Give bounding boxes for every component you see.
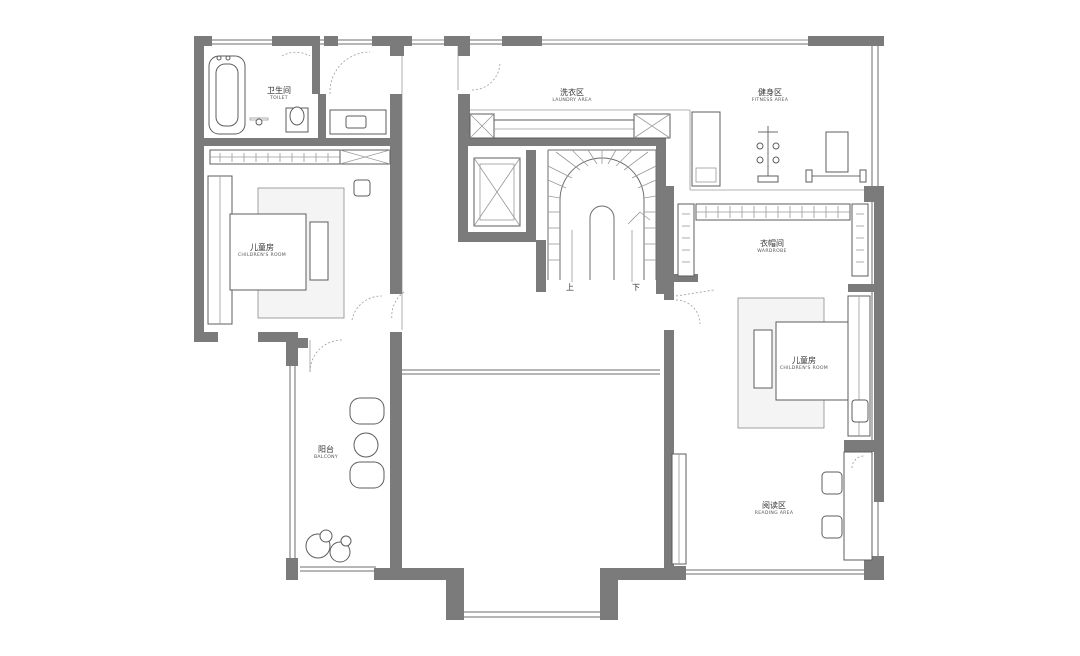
reading-chair	[821, 515, 843, 539]
children-room-right: 儿童房 CHILDREN'S ROOM	[675, 289, 871, 437]
balcony-label-en: BALCONY	[314, 454, 338, 460]
weight-rack	[756, 126, 780, 183]
bench-press	[805, 131, 867, 183]
wardrobe: 衣帽间 WARDROBE	[677, 203, 869, 277]
staircase: 上 下	[547, 149, 657, 292]
laundry-area: 洗衣区 LAUNDRY AREA	[469, 61, 671, 139]
laundry-label: 洗衣区	[560, 87, 584, 97]
wardrobe-label-en: WARDROBE	[757, 248, 786, 254]
walls	[194, 36, 884, 620]
toilet-label: 卫生间	[267, 85, 291, 95]
fitness-label: 健身区	[758, 87, 782, 97]
elevator	[473, 157, 521, 227]
toilet-label-en: TOILET	[269, 95, 288, 101]
children-room-right-label-en: CHILDREN'S ROOM	[780, 365, 828, 371]
lounge-chair	[349, 397, 385, 425]
children-room-left-label-en: CHILDREN'S ROOM	[238, 252, 286, 258]
plant-icon	[305, 529, 352, 563]
reading-chair	[821, 471, 843, 495]
reading-area: 阅读区 READING AREA	[671, 451, 873, 565]
bed	[229, 213, 307, 291]
fitness-label-en: FITNESS AREA	[752, 97, 789, 103]
wardrobe-label: 衣帽间	[760, 238, 784, 248]
children-room-left: 儿童房 CHILDREN'S ROOM	[207, 149, 391, 325]
children-room-right-label: 儿童房	[792, 355, 816, 365]
bed	[775, 321, 853, 401]
side-table	[353, 432, 379, 458]
laundry-label-en: LAUNDRY AREA	[552, 97, 592, 103]
reading-area-label-en: READING AREA	[755, 510, 794, 516]
toilet-room: 卫生间 TOILET	[208, 51, 387, 135]
treadmill	[691, 111, 721, 187]
window-details	[391, 39, 808, 321]
balcony-label: 阳台	[318, 444, 334, 454]
fitness-area: 健身区 FITNESS AREA	[691, 87, 867, 187]
stair-down-label: 下	[632, 283, 640, 292]
stair-up-label: 上	[566, 283, 574, 292]
children-room-left-label: 儿童房	[250, 242, 274, 252]
lounge-chair	[349, 461, 385, 489]
reading-area-label: 阅读区	[762, 500, 786, 510]
balcony: 阳台 BALCONY	[305, 339, 385, 563]
